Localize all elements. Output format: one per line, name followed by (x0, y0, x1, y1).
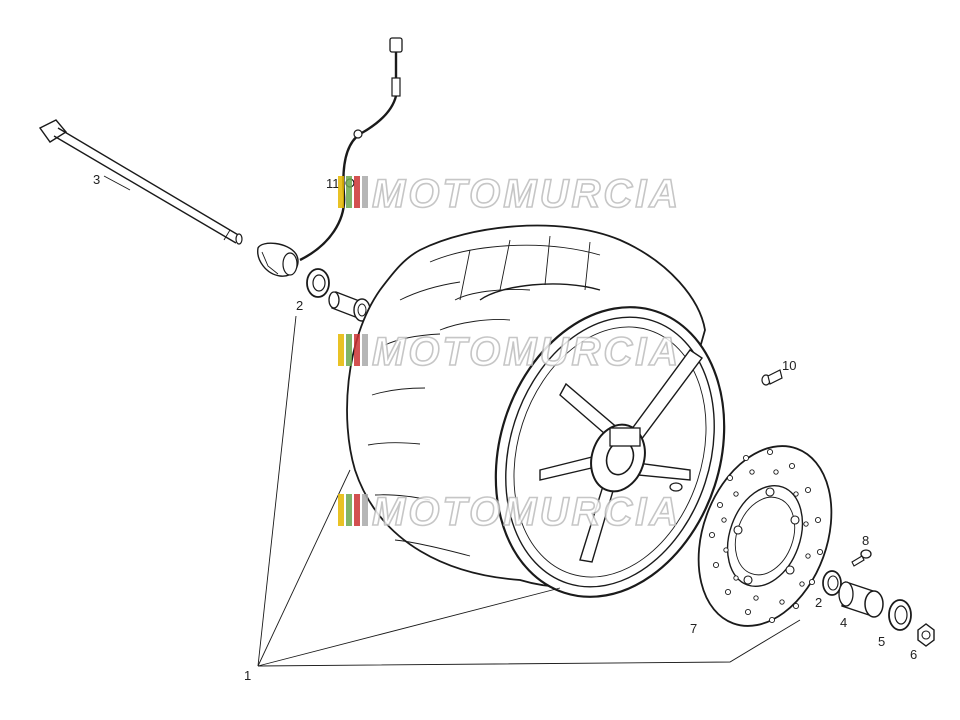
label-5: 5 (878, 634, 885, 649)
watermark-text: MOTOMURCIA (372, 330, 681, 374)
part-labels: 1 2 2 3 4 5 6 7 8 10 11 (93, 172, 917, 683)
seal-part (888, 599, 912, 631)
axle-part (38, 119, 243, 245)
wheel-tyre-part (346, 224, 726, 598)
watermark-stripe (354, 334, 360, 366)
watermark-stripe (354, 494, 360, 526)
watermark-stripe (346, 334, 352, 366)
watermark-text: MOTOMURCIA (372, 172, 681, 216)
label-7: 7 (690, 621, 697, 636)
bolt-part (851, 549, 872, 567)
watermark-stripe (354, 176, 360, 208)
label-2-right: 2 (815, 595, 822, 610)
watermark-stripe (338, 494, 344, 526)
label-8: 8 (862, 533, 869, 548)
brake-disc-part (697, 445, 833, 627)
watermark-stripe (362, 494, 368, 526)
label-2-left: 2 (296, 298, 303, 313)
speedometer-cable-part (257, 37, 403, 277)
bushing-part (838, 581, 884, 618)
watermark-top: MOTOMURCIA (338, 171, 681, 217)
label-1: 1 (244, 668, 251, 683)
watermark-middle: MOTOMURCIA (338, 329, 681, 375)
label-10: 10 (782, 358, 796, 373)
left-bearing-part (306, 268, 330, 298)
watermark-bottom: MOTOMURCIA (338, 489, 681, 535)
watermark-stripe (362, 334, 368, 366)
watermark-text: MOTOMURCIA (372, 490, 681, 534)
valve-stem-part (761, 369, 783, 386)
label-3: 3 (93, 172, 100, 187)
watermark-stripe (362, 176, 368, 208)
watermark-stripe (346, 176, 352, 208)
label-11: 11 (326, 176, 340, 191)
watermark-stripe (338, 334, 344, 366)
right-bearing-part (822, 570, 842, 596)
watermark-stripe (338, 176, 344, 208)
leader-lines (103, 175, 801, 667)
spacer-part (328, 291, 371, 322)
label-4: 4 (840, 615, 847, 630)
label-6: 6 (910, 647, 917, 662)
nut-part (917, 623, 935, 647)
watermark-stripe (346, 494, 352, 526)
